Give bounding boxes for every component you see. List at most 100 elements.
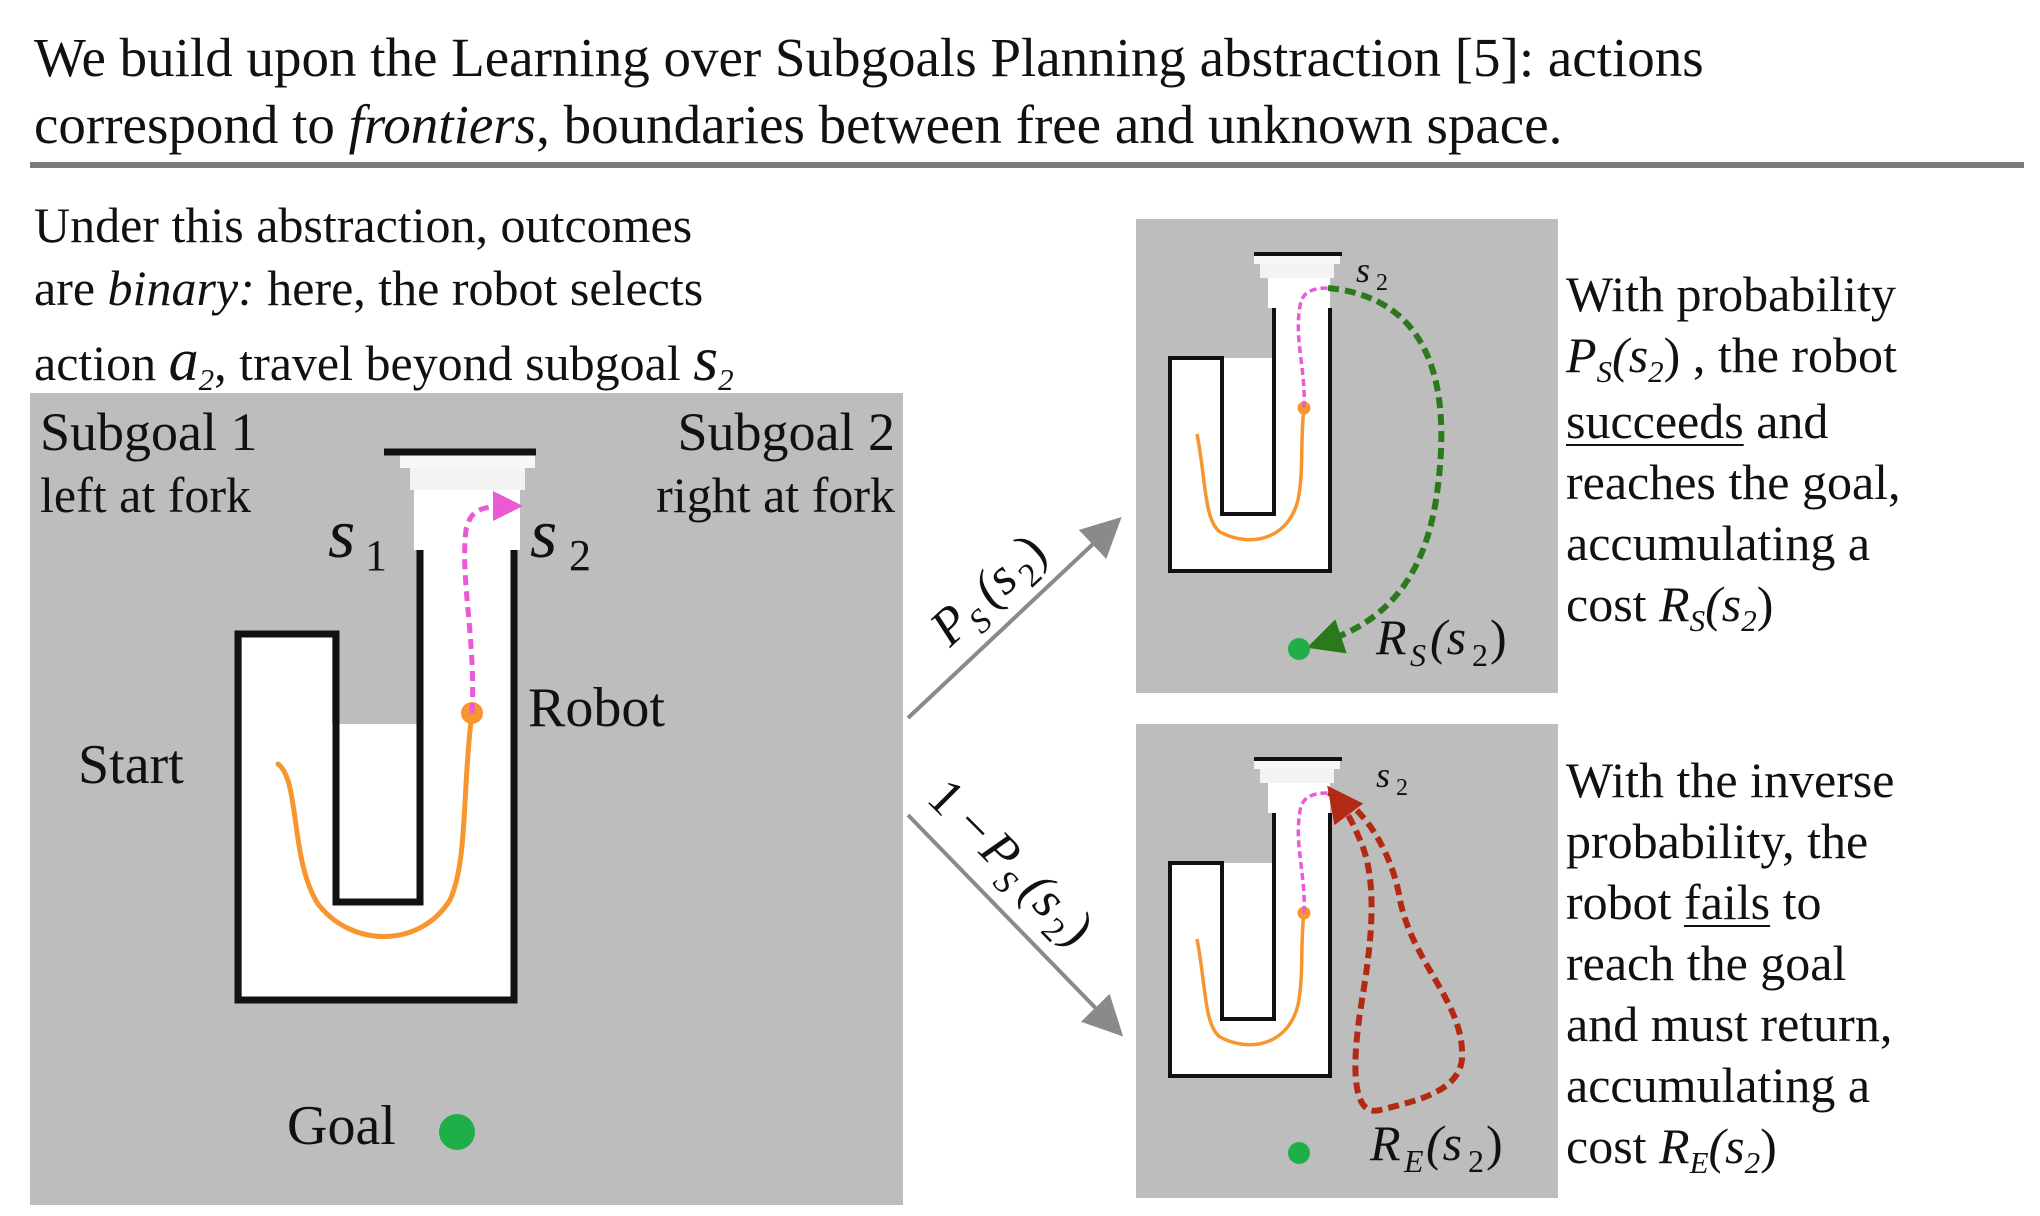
lead-line-3: action a2, travel beyond subgoal s2 [34, 319, 734, 400]
fail-caption-r-close: ) [1760, 1118, 1777, 1174]
main-goal-dot [439, 1114, 475, 1150]
main-panel-labels: Subgoal 1 left at fork Subgoal 2 right a… [40, 402, 895, 1157]
success-maze-walls [1168, 252, 1342, 573]
success-caption-line-3: succeeds and [1566, 391, 1901, 452]
lead-subgoal-var: s [693, 323, 719, 394]
success-caption-p-var: P [1566, 327, 1597, 383]
main-magenta-path [462, 491, 523, 714]
fail-caption-line-3-a: robot [1566, 874, 1685, 930]
success-caption-r-var: R [1659, 575, 1690, 632]
s2-label-sub: 2 [569, 531, 591, 580]
fail-cost-var: R [1369, 1115, 1401, 1171]
intro-line-2-b: , boundaries between free and unknown sp… [536, 94, 1563, 156]
intro-line-1: We build upon the Learning over Subgoals… [34, 27, 1704, 88]
subgoal1-title: Subgoal 1 [40, 402, 258, 462]
main-panel [30, 393, 903, 1205]
lead-subgoal-sub: 2 [718, 361, 734, 397]
fail-cost-close: ) [1486, 1115, 1503, 1171]
fail-caption-line-5: and must return, [1566, 996, 1893, 1052]
fail-cost-sub: E [1403, 1143, 1424, 1179]
success-caption-r-arg-sub: 2 [1741, 602, 1757, 638]
lead-binary-em: binary: [107, 259, 255, 316]
lead-text: Under this abstraction, outcomes are bin… [34, 194, 734, 400]
fail-arrow-label: 1 − P S (s 2 ) [917, 768, 1105, 956]
intro-line-2-a: correspond to [34, 94, 349, 156]
fail-caption-line-7-a: cost [1566, 1118, 1660, 1174]
subgoal1-desc: left at fork [40, 467, 251, 523]
success-cost-arg: (s [1430, 609, 1466, 665]
subgoal2-title: Subgoal 2 [677, 402, 895, 462]
fail-cost-arg-sub: 2 [1468, 1143, 1484, 1179]
success-caption-line-3-b: and [1743, 392, 1829, 449]
success-magenta-path [1296, 286, 1329, 409]
fail-s2-var: s [1376, 755, 1390, 795]
fail-caption-line-6: accumulating a [1566, 1057, 1871, 1113]
fail-caption-r-arg-sub: 2 [1744, 1144, 1761, 1180]
success-caption-line-2-b: , the robot [1680, 327, 1897, 383]
success-panel: s 2 R S (s 2 ) [1136, 219, 1558, 693]
fail-caption-line-2: probability, the [1566, 813, 1869, 869]
fail-orange-path [1195, 912, 1306, 1047]
success-caption-line-1: With probability [1566, 266, 1896, 322]
success-caption-line-6: cost RS(s2) [1566, 574, 1901, 640]
fail-caption-line-7: cost RE(s2) [1566, 1116, 1894, 1182]
fail-maze-walls [1168, 757, 1342, 1078]
success-caption-r-close: ) [1756, 575, 1774, 632]
main-orange-path [275, 710, 475, 939]
lead-action-sub: 2 [198, 361, 215, 397]
intro-text: We build upon the Learning over Subgoals… [34, 24, 1704, 158]
s2-label-var: s [530, 496, 557, 573]
main-u-walls [234, 550, 518, 1004]
intro-line-2: correspond to frontiers, boundaries betw… [34, 91, 1704, 158]
success-caption-p-arg: (s [1612, 327, 1649, 383]
lead-line-3-b: , travel beyond subgoal [214, 335, 694, 391]
success-cost-var: R [1375, 609, 1407, 665]
lead-line-1: Under this abstraction, outcomes [34, 197, 693, 253]
success-cost-arg-sub: 2 [1472, 637, 1488, 673]
success-arrow [906, 517, 1122, 720]
fail-arrow [906, 813, 1124, 1037]
lead-line-2-b: here, the robot selects [254, 259, 704, 316]
outcome-arrows: P S (s 2 ) 1 − P S (s 2 ) [906, 517, 1124, 1037]
fail-caption-r-sub: E [1689, 1144, 1709, 1180]
fail-s2-sub: 2 [1396, 775, 1408, 801]
success-green-path [1306, 285, 1445, 654]
fail-panel: s 2 R E (s 2 ) [1136, 724, 1558, 1198]
goal-label: Goal [287, 1095, 396, 1157]
success-s2-sub: 2 [1376, 270, 1388, 296]
success-orange-path [1195, 407, 1306, 542]
fail-caption: With the inverse probability, the robot … [1566, 750, 1894, 1182]
fail-magenta-path [1296, 791, 1329, 914]
success-caption-p-arg-sub: 2 [1648, 353, 1664, 389]
success-caption-r-arg: (s [1705, 575, 1742, 632]
intro-frontiers-em: frontiers [348, 94, 537, 156]
success-goal-dot [1288, 638, 1310, 660]
success-caption: With probability PS(s2) , the robot succ… [1566, 264, 1901, 639]
success-caption-r-sub: S [1689, 602, 1706, 638]
subgoal2-desc: right at fork [656, 467, 895, 523]
success-caption-line-4: reaches the goal, [1566, 453, 1901, 510]
lead-line-2-a: are [34, 259, 108, 316]
fail-caption-r-arg: (s [1708, 1118, 1745, 1174]
success-caption-line-5: accumulating a [1566, 514, 1871, 571]
succeeds-underlined: succeeds [1566, 392, 1744, 449]
success-cost-close: ) [1490, 609, 1507, 665]
s1-label-sub: 1 [365, 531, 387, 580]
lead-line-2: are binary: here, the robot selects [34, 257, 734, 320]
success-caption-line-6-a: cost [1566, 575, 1660, 632]
success-cost-sub: S [1410, 637, 1426, 673]
fail-goal-dot [1288, 1142, 1310, 1164]
fail-caption-r-var: R [1659, 1118, 1690, 1174]
divider-rule [30, 162, 2024, 168]
fail-cost-arg: (s [1426, 1115, 1462, 1171]
main-maze-walls [234, 448, 536, 1004]
start-label: Start [78, 734, 184, 796]
fail-caption-line-4: reach the goal [1566, 935, 1847, 991]
fail-caption-line-3-b: to [1770, 874, 1822, 930]
fails-underlined: fails [1684, 874, 1771, 930]
lead-action-var: a [168, 327, 199, 393]
s1-label-var: s [328, 496, 355, 573]
success-s2-var: s [1356, 250, 1370, 290]
success-caption-line-2: PS(s2) , the robot [1566, 325, 1901, 391]
